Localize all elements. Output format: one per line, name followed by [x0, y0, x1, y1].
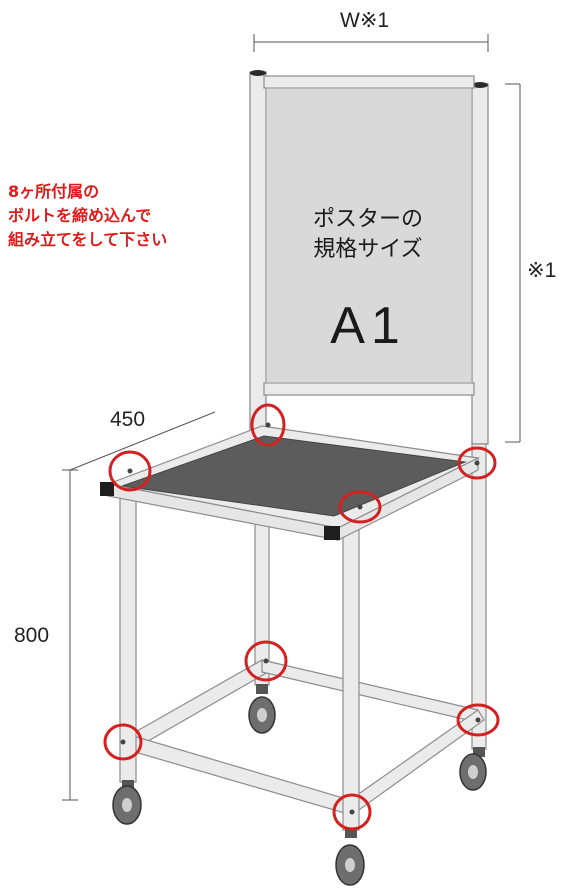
bolt-highlight-circle	[338, 490, 382, 524]
bolt-highlight-circle	[457, 446, 497, 480]
shelf	[100, 425, 480, 541]
poster-caption: ポスターの 規格サイズ	[268, 205, 468, 265]
assembly-note-line: ボルトを締め込んで	[8, 206, 152, 225]
bolt-highlight-circle	[108, 450, 152, 492]
height-right-label: ※1	[527, 259, 557, 282]
dimension-lines	[62, 34, 521, 801]
assembly-note: 8ヶ所付属の ボルトを締め込んで 組み立てをして下さい	[8, 180, 167, 252]
bottom-frame	[127, 659, 485, 815]
height-left-label: 800	[14, 624, 50, 647]
bolt-highlight-circle	[250, 403, 286, 447]
bolt-highlight-circle	[103, 723, 143, 761]
poster-caption-line2: 規格サイズ	[313, 237, 423, 262]
casters	[112, 684, 487, 886]
bolt-highlight-circle	[244, 640, 288, 682]
poster-panel	[265, 87, 473, 384]
poster-size-label: A1	[330, 297, 406, 355]
assembly-note-line: 8ヶ所付属の	[8, 182, 100, 201]
front-legs	[119, 491, 360, 831]
bolt-highlights	[103, 403, 500, 831]
width-label: W※1	[340, 9, 390, 32]
bolt-highlight-circle	[456, 703, 500, 737]
assembly-note-line: 組み立てをして下さい	[8, 230, 168, 249]
bolt-highlight-circle	[332, 793, 372, 831]
back-frame	[249, 70, 489, 523]
poster-caption-line1: ポスターの	[312, 207, 423, 232]
bolt-heads	[120, 422, 481, 815]
depth-label: 450	[110, 408, 146, 431]
